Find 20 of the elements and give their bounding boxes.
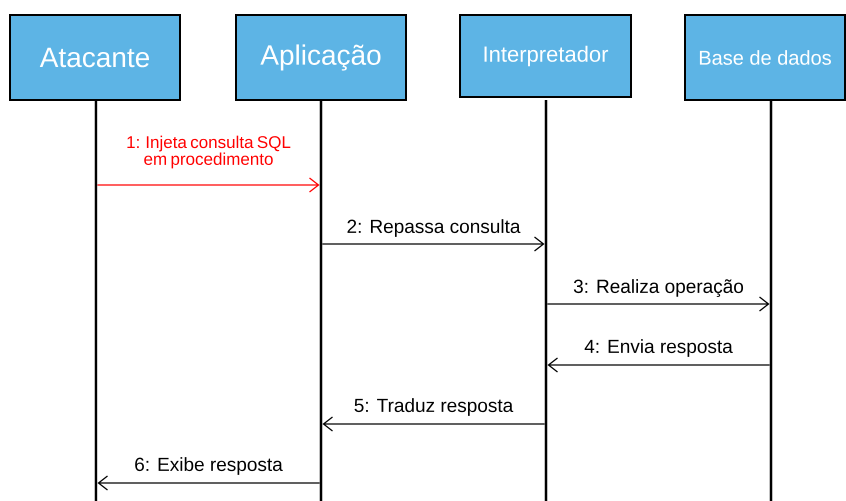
edge-label: 2: Repassa consulta [346, 218, 522, 238]
lifeline [544, 100, 548, 501]
message-arrow [547, 358, 770, 373]
edge-label: 4: Envia resposta [583, 338, 734, 358]
message-arrow [547, 296, 770, 312]
participant-box: Interpretador [459, 14, 632, 98]
lifeline [320, 100, 322, 501]
message-arrow [97, 178, 320, 193]
edge-label: 3: Realiza operação [572, 278, 745, 298]
participant-box: Atacante [9, 14, 181, 101]
message-arrow [322, 416, 545, 432]
message-arrow [322, 236, 545, 252]
participant-box: Aplicação [235, 14, 407, 101]
participant-box: Base de dados [684, 14, 846, 101]
lifeline [770, 100, 772, 501]
edge-label: 1: Injeta consulta SQL em procedimento [122, 134, 294, 170]
edge-label: 5: Traduz resposta [352, 397, 514, 417]
edge-label: 6: Exibe resposta [133, 456, 284, 476]
message-arrow [97, 476, 320, 491]
lifeline [94, 100, 98, 501]
